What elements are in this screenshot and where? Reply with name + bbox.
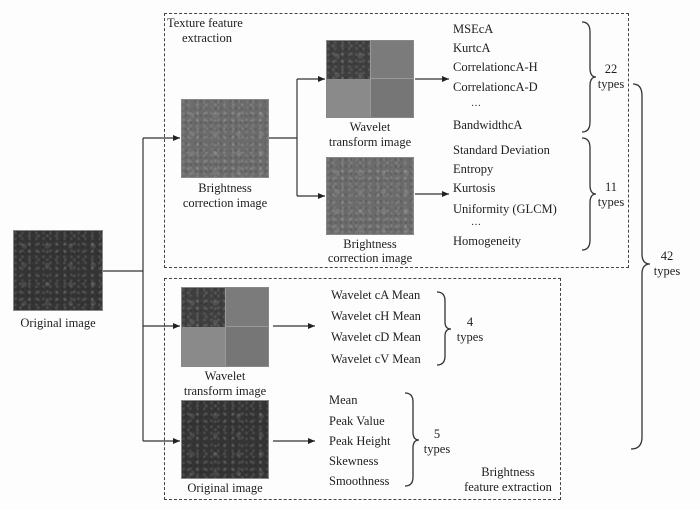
original-image-bottom-caption: Original image <box>187 481 263 495</box>
wavelet-ch-quadrant <box>370 41 413 79</box>
wavelet-mean-feature-item: Wavelet cV Mean <box>331 352 421 366</box>
wavelet-cv-quadrant <box>182 327 225 366</box>
wavelet-transform-caption-bottom-line1: Wavelet <box>204 369 246 383</box>
brace-11-types <box>581 137 597 251</box>
glcm-feature-item: Homogeneity <box>453 234 522 248</box>
wavelet-count-unit: types <box>597 77 625 91</box>
wavelet-feature-item: CorrelationcA-H <box>453 60 538 74</box>
wavelet-mean-feature-item: Wavelet cH Mean <box>331 309 421 323</box>
wavelet-ch-quadrant <box>225 288 268 327</box>
brightness-feature-group-box <box>164 278 561 500</box>
wavelet-transform-caption-top-line1: Wavelet <box>349 120 391 134</box>
histogram-feature-item: Peak Value <box>329 414 385 428</box>
wavelet-transform-image-bottom <box>181 287 269 367</box>
total-count-unit: types <box>653 264 681 278</box>
brace-22-types <box>581 21 597 133</box>
texture-group-title-line1: Texture feature <box>167 16 243 30</box>
brace-4-types <box>436 291 452 366</box>
brightness-correction2-caption-line1: Brightness <box>343 237 397 251</box>
wavelet-feature-item: KurtcA <box>453 41 491 55</box>
brightness-correction-caption-line1: Brightness <box>198 181 252 195</box>
wavelet-mean-count-unit: types <box>456 330 484 344</box>
brightness-correction-image <box>181 99 269 178</box>
histogram-feature-item: Peak Height <box>329 434 391 448</box>
glcm-feature-item: Standard Deviation <box>453 143 550 157</box>
wavelet-count-number: 22 <box>604 62 618 76</box>
glcm-feature-item: Kurtosis <box>453 181 496 195</box>
glcm-feature-ellipsis: … <box>471 217 481 228</box>
wavelet-ca-quadrant <box>327 41 370 79</box>
brightness-group-title-line2: feature extraction <box>464 480 552 494</box>
total-count-number: 42 <box>660 249 674 263</box>
original-image-bottom <box>181 400 269 479</box>
brightness-correction-caption-line2: correction image <box>182 196 268 210</box>
brightness-group-title-line1: Brightness <box>481 465 535 479</box>
brace-5-types <box>404 392 420 487</box>
wavelet-feature-item: CorrelationcA-D <box>453 80 538 94</box>
wavelet-mean-count-number: 4 <box>466 315 474 329</box>
histogram-feature-item: Skewness <box>329 454 379 468</box>
wavelet-transform-image-top <box>326 40 414 118</box>
wavelet-mean-feature-item: Wavelet cA Mean <box>331 288 421 302</box>
brightness-correction-image-2 <box>326 157 414 235</box>
wavelet-feature-item: MSEcA <box>453 22 494 36</box>
wavelet-cv-quadrant <box>327 79 370 117</box>
brace-42-types <box>630 83 651 450</box>
wavelet-ca-quadrant <box>182 288 225 327</box>
texture-group-title-line2: extraction <box>182 31 232 45</box>
glcm-count-unit: types <box>597 195 625 209</box>
histogram-count-unit: types <box>423 442 451 456</box>
glcm-feature-item: Entropy <box>453 162 494 176</box>
wavelet-transform-caption-bottom-line2: transform image <box>183 384 267 398</box>
wavelet-feature-item: BandwidthcA <box>453 118 523 132</box>
brightness-correction2-caption-line2: correction image <box>327 251 413 265</box>
histogram-count-number: 5 <box>433 427 441 441</box>
original-image-thumbnail <box>13 230 103 311</box>
wavelet-cd-quadrant <box>225 327 268 366</box>
wavelet-transform-caption-top-line2: transform image <box>328 135 412 149</box>
histogram-feature-item: Smoothness <box>329 474 390 488</box>
texture-feature-group-box <box>164 13 629 268</box>
wavelet-mean-feature-item: Wavelet cD Mean <box>331 330 421 344</box>
histogram-feature-item: Mean <box>329 393 358 407</box>
original-image-caption: Original image <box>20 316 96 330</box>
glcm-count-number: 11 <box>604 180 618 194</box>
glcm-feature-item: Uniformity (GLCM) <box>453 202 557 216</box>
wavelet-feature-ellipsis: … <box>471 98 481 109</box>
wavelet-cd-quadrant <box>370 79 413 117</box>
